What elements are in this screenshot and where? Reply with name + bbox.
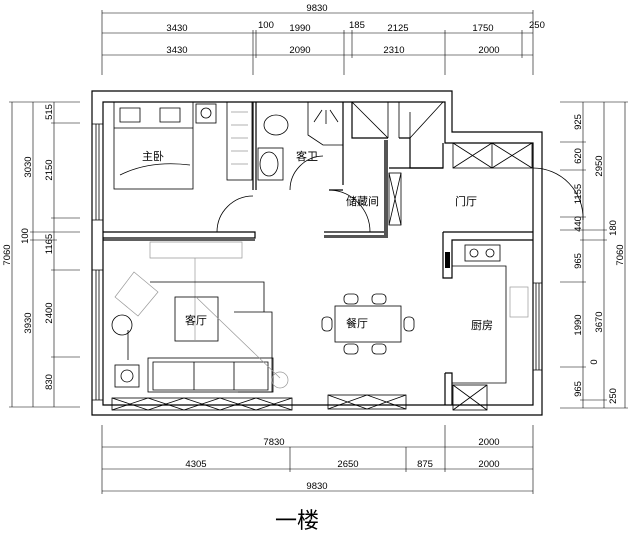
shower-icon	[307, 102, 343, 146]
dim-bottom-total: 9830	[306, 481, 327, 492]
dimensions-bottom: 7830 2000 4305 2650 875 2000 9830	[101, 425, 534, 494]
kitchen-sink-icon	[509, 286, 529, 318]
sofa-icon	[147, 357, 274, 393]
dim-label: 1990	[289, 23, 310, 34]
dim-label: 1155	[573, 184, 584, 204]
room-label-storage: 储藏间	[346, 194, 379, 208]
dim-label: 250	[529, 20, 545, 31]
dim-left-total: 7060	[2, 244, 13, 265]
wardrobe-icon	[226, 101, 253, 181]
fridge-icon	[452, 384, 488, 411]
dim-label: 100	[258, 20, 274, 31]
dim-label: 3930	[23, 312, 34, 333]
room-label-dining-room: 餐厅	[346, 316, 368, 330]
sink-icon	[257, 147, 284, 181]
dim-label: 440	[573, 216, 584, 232]
walls	[91, 90, 543, 416]
dim-label: 620	[573, 148, 584, 164]
dim-label: 965	[573, 381, 584, 397]
tv-cabinet-icon	[111, 397, 293, 411]
dim-label: 2000	[478, 437, 499, 448]
dim-top-total: 9830	[306, 3, 327, 14]
dining-chairs	[321, 293, 415, 355]
side-table-icon	[114, 364, 140, 388]
dimensions-right: 925 620 1155 440 965 1990 0 965 2950 180…	[560, 101, 628, 409]
dim-label: 1750	[472, 23, 493, 34]
bed-icon	[113, 101, 194, 190]
dim-label: 2125	[387, 23, 408, 34]
dim-label: 2310	[383, 45, 404, 56]
dim-label: 1990	[573, 314, 584, 335]
dim-label: 965	[573, 253, 584, 269]
toilet-icon	[263, 114, 289, 136]
shoe-cabinet-icon	[452, 142, 533, 169]
kitchen-counter	[452, 265, 507, 384]
stove-icon	[464, 244, 501, 262]
dim-label: 2000	[478, 459, 499, 470]
dim-label: 925	[573, 114, 584, 130]
room-label-master-bedroom: 主卧	[142, 150, 164, 163]
dim-label: 875	[417, 459, 433, 470]
dimensions-top: 9830 3430 100 1990 185 2125 1750 250 343…	[101, 3, 545, 75]
dim-label: 100	[20, 228, 31, 244]
dim-label: 2950	[594, 155, 605, 176]
storage-cabinet-icon	[388, 172, 402, 226]
dim-label: 2400	[44, 302, 55, 323]
dim-label: 515	[44, 104, 55, 120]
dim-label: 2650	[337, 459, 358, 470]
dim-label: 3030	[23, 156, 34, 177]
room-label-kitchen: 厨房	[471, 319, 493, 332]
dim-label: 7830	[263, 437, 284, 448]
room-label-foyer: 门厅	[455, 194, 477, 208]
dim-label: 2000	[478, 45, 499, 56]
windows	[92, 123, 543, 401]
sideboard-icon	[327, 394, 407, 410]
doors	[216, 155, 584, 233]
dim-right-total: 7060	[615, 244, 626, 265]
dimensions-left: 7060 3030 100 3930 515 2150 1165 2400 83…	[2, 101, 80, 408]
furniture	[111, 101, 533, 411]
dim-label: 2150	[44, 159, 55, 180]
dining-table-icon	[334, 305, 402, 343]
dim-label: 3670	[594, 311, 605, 332]
nightstand-icon	[195, 103, 217, 124]
dim-label: 3430	[166, 45, 187, 56]
room-labels: 主卧 客卫 储藏间 门厅 客厅 餐厅 厨房	[142, 149, 493, 332]
floor-lamp-icon	[111, 314, 133, 336]
room-label-guest-bath: 客卫	[296, 149, 318, 163]
dim-label: 250	[608, 388, 619, 404]
dim-label: 180	[608, 220, 619, 236]
dim-label: 3430	[166, 23, 187, 34]
plan-title: 一楼	[275, 509, 319, 534]
dim-label: 185	[349, 20, 365, 31]
dim-label: 0	[589, 359, 600, 364]
room-label-living-room: 客厅	[185, 313, 207, 327]
dim-label: 1165	[44, 234, 55, 254]
dim-label: 2090	[289, 45, 310, 56]
dim-label: 830	[44, 374, 55, 390]
dim-label: 4305	[185, 459, 206, 470]
